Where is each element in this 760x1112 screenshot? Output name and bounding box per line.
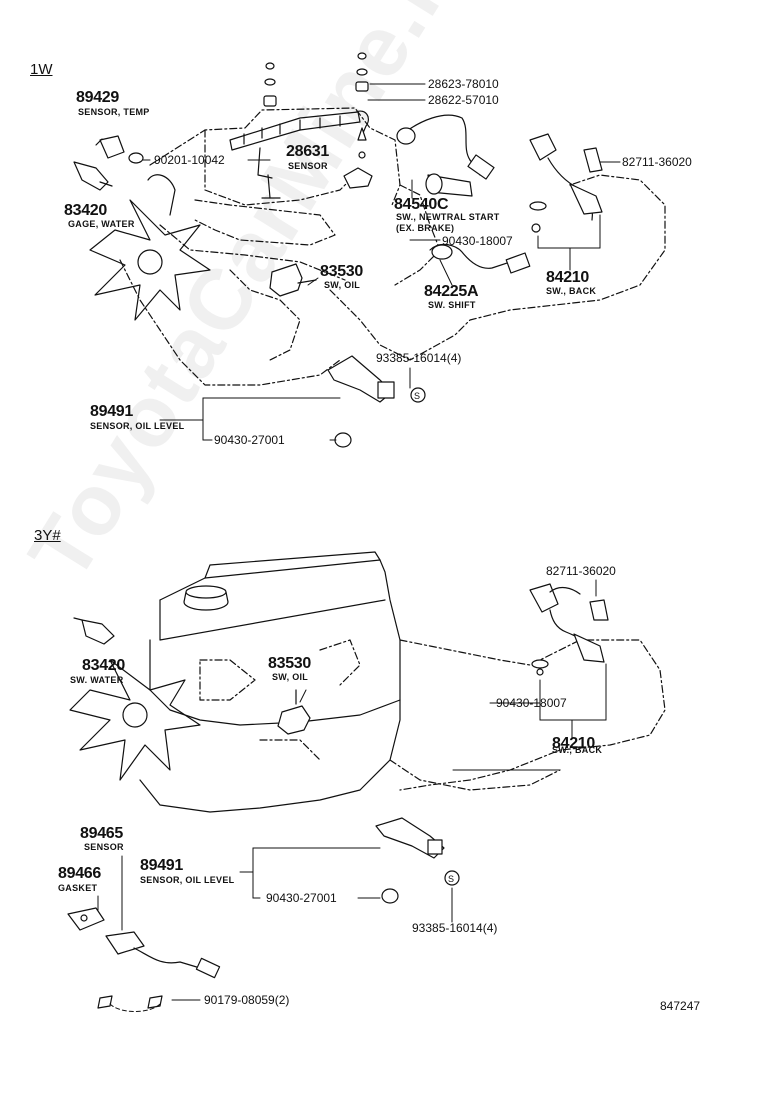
part-number-83420-3y: 83420	[82, 657, 125, 674]
figure-id: 847247	[660, 999, 701, 1013]
code-90201-10042: 90201-10042	[154, 153, 225, 167]
oil-switch-83530-3y	[277, 689, 311, 735]
code-90430-18007: 90430-18007	[442, 234, 513, 248]
oil-level-sensor-3y: S	[375, 817, 460, 904]
water-gage-83420	[73, 161, 113, 191]
part-name-83530: SW, OIL	[324, 280, 361, 290]
part-number-84210: 84210	[546, 269, 589, 286]
part-number-89466: 89466	[58, 865, 101, 882]
section-label-3y: 3Y#	[34, 527, 61, 544]
part-number-89465: 89465	[80, 825, 123, 842]
code-90430-18007-3y: 90430-18007	[496, 696, 567, 710]
part-name-89466: GASKET	[58, 883, 98, 893]
part-number-89429: 89429	[76, 89, 119, 106]
nut-stack-left	[263, 62, 277, 107]
part-number-83530-3y: 83530	[268, 655, 311, 672]
part-name-83420-3y: SW. WATER	[70, 675, 124, 685]
back-switch-harness-3y	[529, 583, 609, 676]
back-switch-harness-1w	[529, 133, 603, 233]
engine-3y-outline	[139, 551, 401, 813]
engine-1w-outline	[119, 107, 666, 386]
part-name-89465: SENSOR	[84, 842, 124, 852]
fan-1w	[89, 174, 211, 321]
shift-switch-84225A	[429, 243, 531, 274]
engine-3y-dashed	[199, 639, 666, 791]
code-93385-16014-3y: 93385-16014(4)	[412, 921, 498, 935]
part-name-84210: SW., BACK	[546, 286, 597, 296]
sensor-89465-gasket-89466	[67, 907, 221, 1009]
part-number-84540C: 84540C	[394, 196, 449, 213]
oil-switch-83530	[269, 263, 317, 297]
code-28623-78010: 28623-78010	[428, 77, 499, 91]
part-name-83420: GAGE, WATER	[68, 219, 135, 229]
code-82711-36020: 82711-36020	[622, 155, 692, 169]
part-name-89429: SENSOR, TEMP	[78, 107, 150, 117]
neutral-start-switch-84540C	[425, 173, 473, 197]
svg-text:S: S	[448, 874, 454, 884]
temp-sensor-89429	[95, 135, 144, 164]
harness-28622	[396, 114, 495, 180]
code-28622-57010: 28622-57010	[428, 93, 499, 107]
fan-3y	[69, 659, 201, 781]
sensor-bar-28631	[229, 110, 369, 199]
water-switch-83420-3y	[73, 617, 115, 645]
part-number-83530: 83530	[320, 263, 363, 280]
part-name-84540C: SW., NEWTRAL START	[396, 212, 500, 222]
part-number-83420: 83420	[64, 202, 107, 219]
part-number-89491: 89491	[90, 403, 133, 420]
part-number-84210-3y: 84210	[552, 735, 595, 752]
leaders-3y	[97, 579, 607, 1012]
nut-stack-right	[343, 52, 373, 189]
part-name-83530-3y: SW, OIL	[272, 672, 309, 682]
svg-text:S: S	[414, 391, 420, 401]
part-number-89491-3y: 89491	[140, 857, 183, 874]
leaders-1w	[142, 83, 621, 441]
part-name-28631: SENSOR	[288, 161, 328, 171]
section-label-1w: 1W	[30, 61, 53, 78]
part-name-89491-3y: SENSOR, OIL LEVEL	[140, 875, 235, 885]
oil-level-sensor-1w: S	[327, 355, 426, 448]
code-90430-27001: 90430-27001	[214, 433, 285, 447]
part-number-28631: 28631	[286, 143, 329, 160]
code-82711-36020-3y: 82711-36020	[546, 564, 616, 578]
part-sub-84540C: (EX. BRAKE)	[396, 223, 455, 233]
part-name-84225A: SW. SHIFT	[428, 300, 476, 310]
code-93385-16014: 93385-16014(4)	[376, 351, 462, 365]
part-number-84225A: 84225A	[424, 283, 479, 300]
oil-cap-3y	[183, 585, 229, 611]
part-name-89491: SENSOR, OIL LEVEL	[90, 421, 185, 431]
part-name-84210-3y: SW., BACK	[552, 745, 603, 755]
code-90179-08059: 90179-08059(2)	[204, 993, 290, 1007]
code-90430-27001-3y: 90430-27001	[266, 891, 337, 905]
